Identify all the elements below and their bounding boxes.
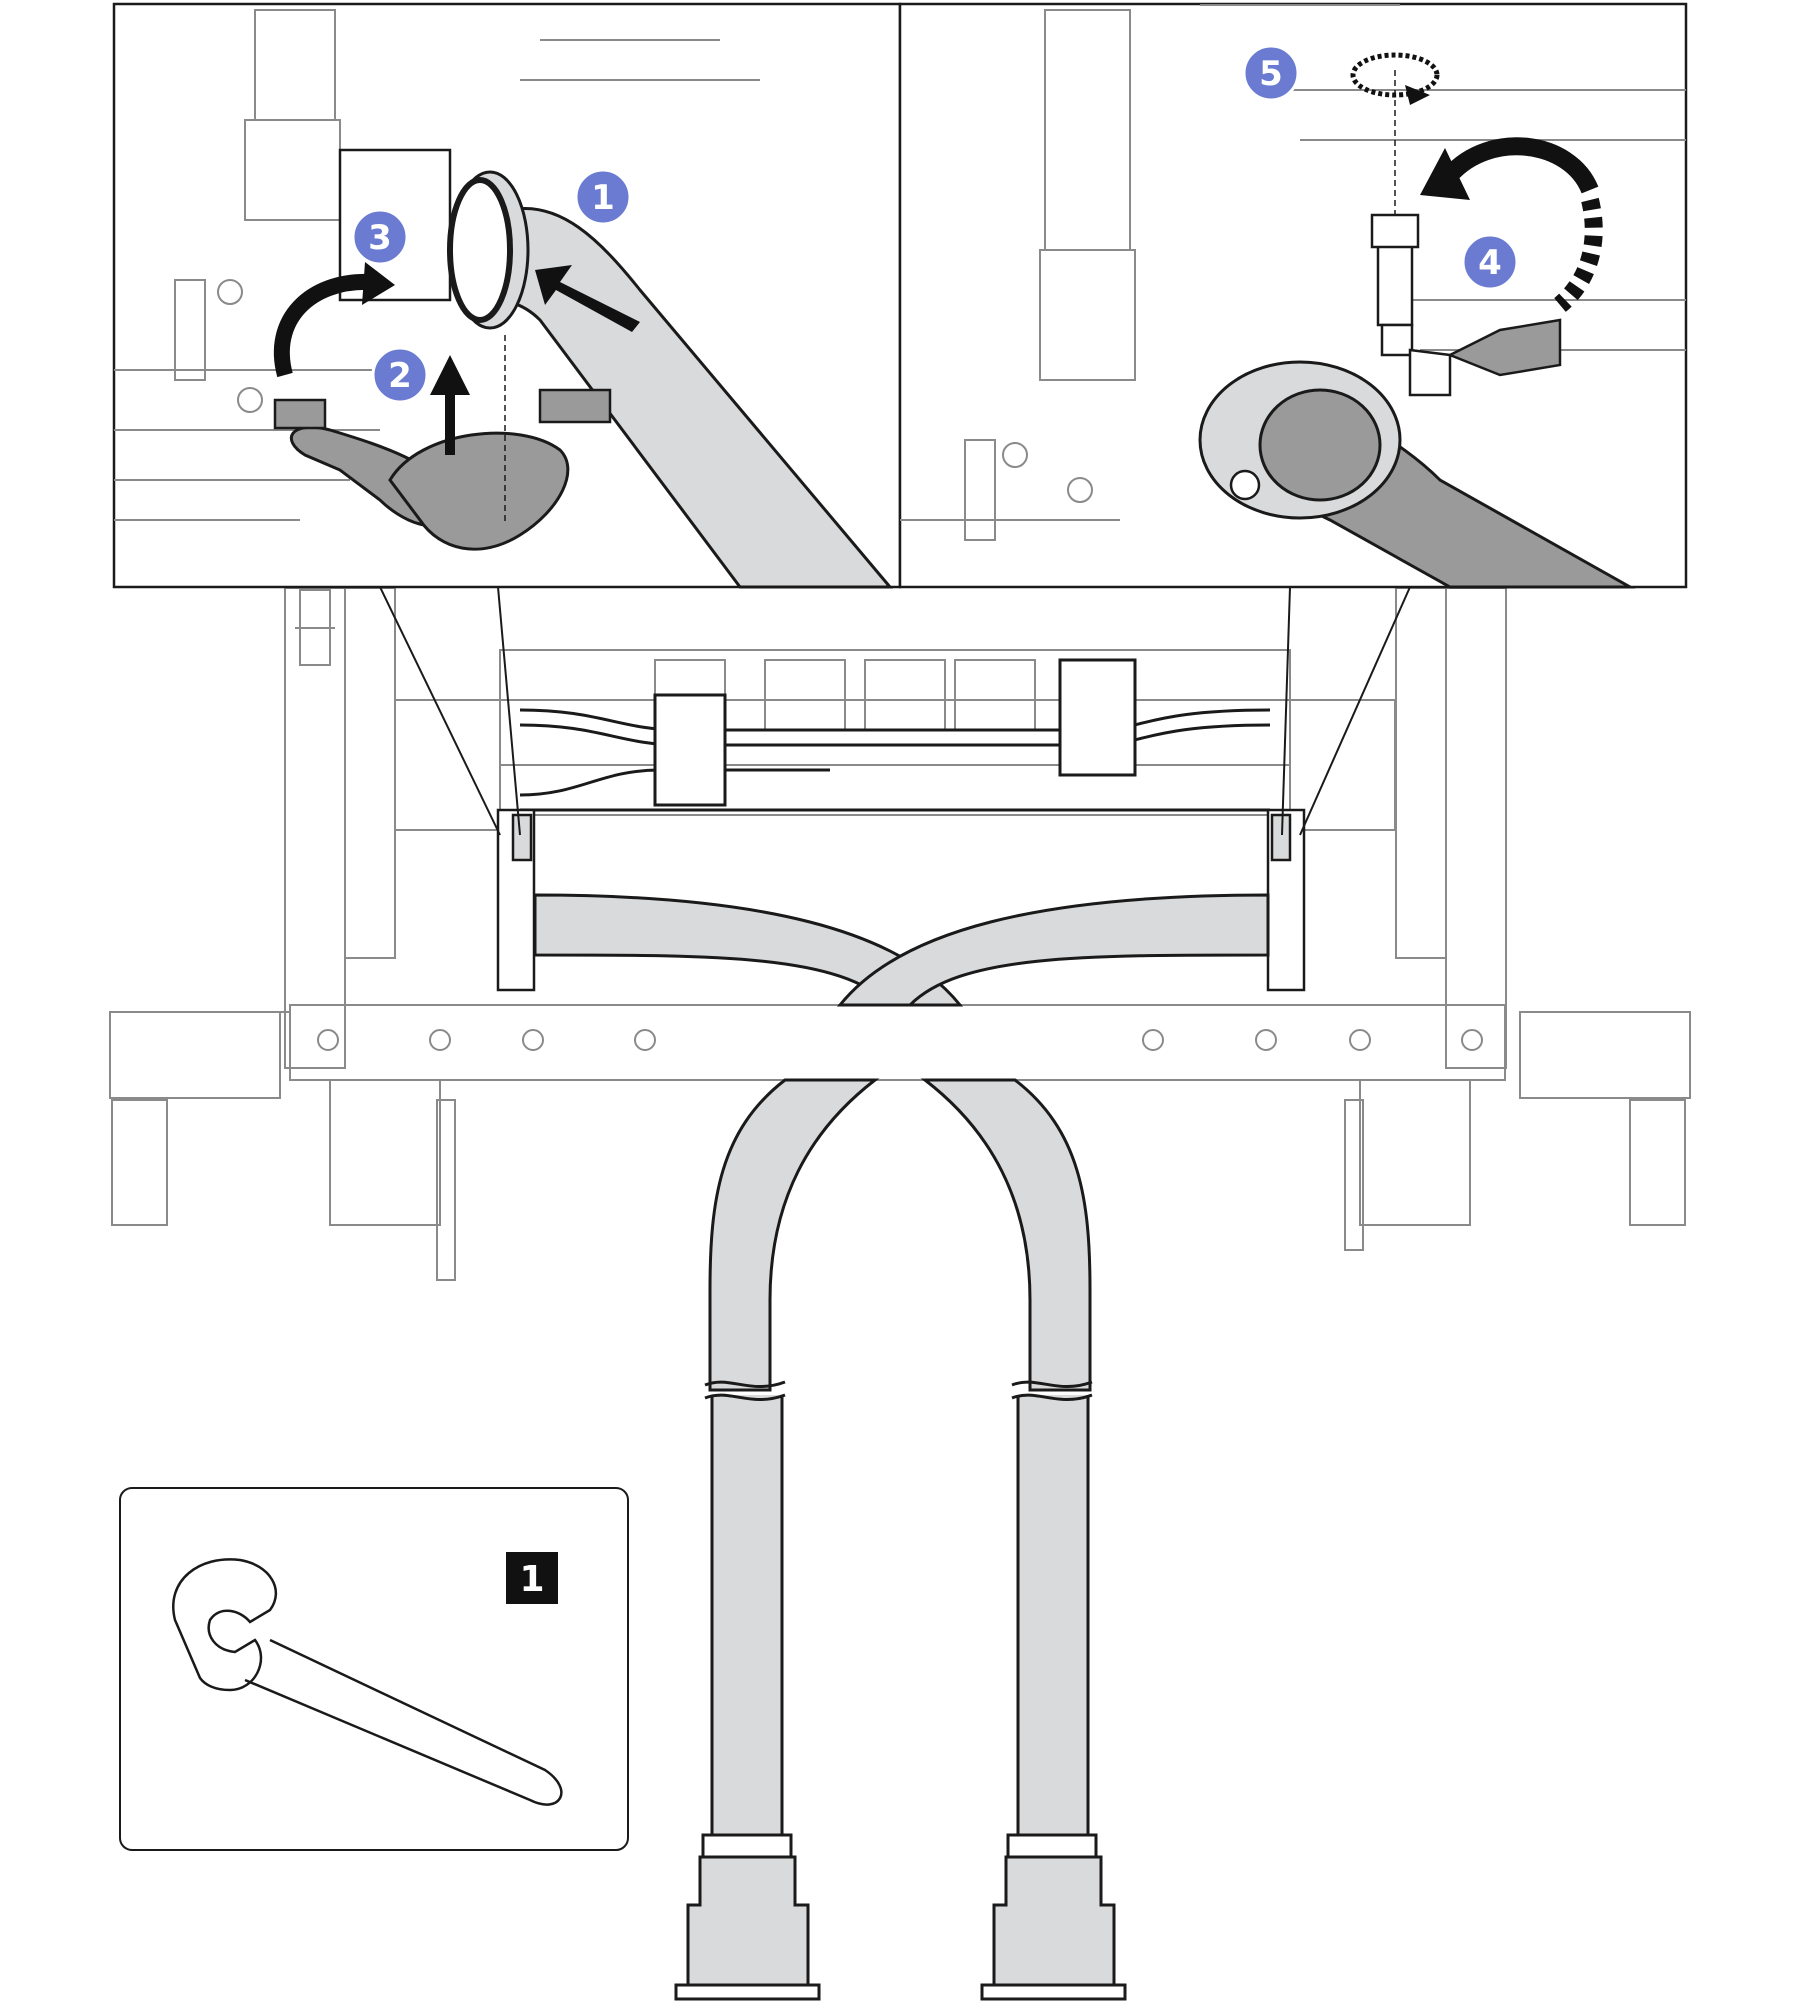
small-rotate-arrow-icon [1350,52,1440,98]
callout-step-2: 2 [371,346,429,404]
detail-panel-right [898,2,1688,589]
detail-panel-left [112,2,902,589]
open-end-wrench-icon [172,1558,563,1806]
callout-step-4-label: 4 [1478,243,1502,283]
zoom-leader-lines [379,586,1411,836]
lower-hoses [533,893,1270,1392]
push-arrow-icon [535,265,640,332]
rotate-arrow-icon [273,273,371,378]
callout-step-3: 3 [351,208,409,266]
rack-frame [109,587,1691,1281]
callout-step-1-label: 1 [591,178,615,218]
server-manifold-hoses [519,658,1271,812]
tool-legend-badge: 1 [506,1552,558,1604]
large-rotate-arrow-icon [1443,137,1599,194]
step-callouts: 1 2 3 4 5 [351,44,1519,404]
callout-step-5: 5 [1242,44,1300,102]
callout-step-2-label: 2 [388,356,412,396]
tool-legend-label: 1 [519,1559,544,1600]
callout-step-3-label: 3 [368,218,392,258]
callout-step-1: 1 [574,168,632,226]
callout-step-5-label: 5 [1259,54,1283,94]
crossbar-screws [317,1029,1483,1051]
manifold-connectors [496,808,1306,992]
supply-hoses [674,1380,1127,2001]
up-arrow-icon [430,355,470,455]
tool-legend: 1 [119,1487,629,1851]
callout-step-4: 4 [1461,233,1519,291]
